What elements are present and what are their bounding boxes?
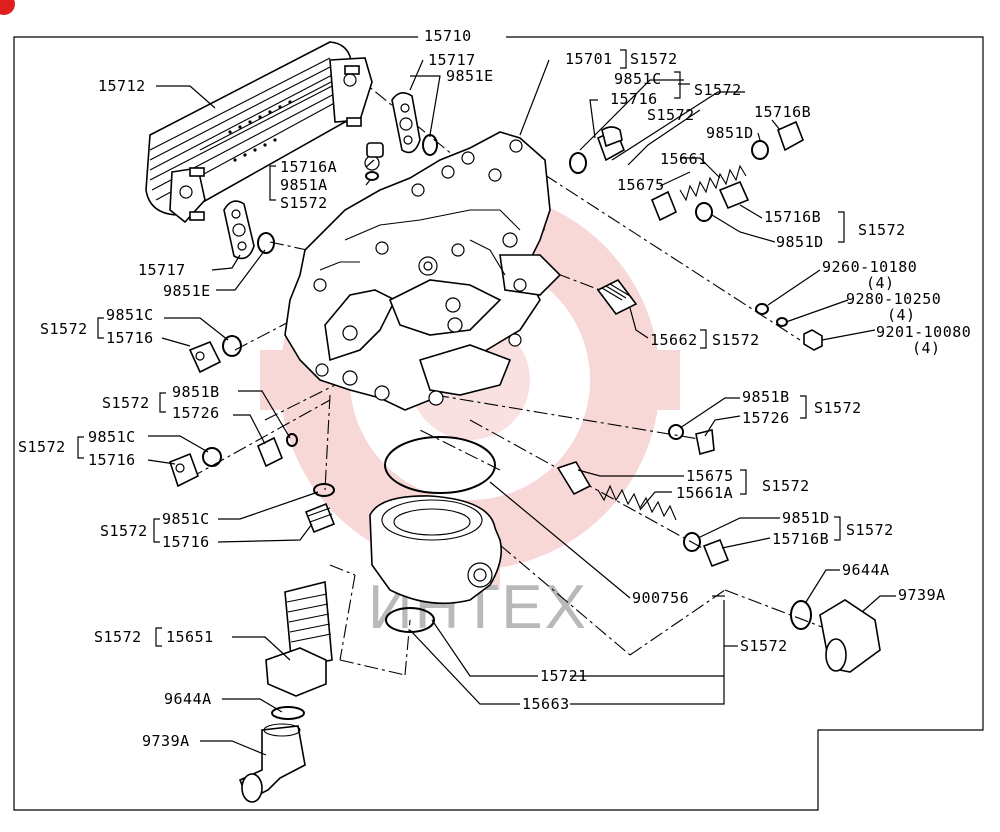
label-15716-left1: 15716 — [106, 329, 154, 347]
label-s1572-left3: S1572 — [18, 438, 66, 456]
label-s1572-651: S1572 — [94, 628, 142, 646]
corner-badge-icon — [0, 0, 15, 15]
label-brackets — [77, 49, 845, 647]
leader-lines — [147, 59, 896, 756]
label-9739a-right: 9739A — [898, 586, 946, 604]
label-s1572-a: S1572 — [280, 194, 328, 212]
frame-label-bg — [418, 26, 506, 46]
label-9280-10250: 9280-10250 — [846, 290, 941, 308]
gasket-left — [223, 200, 275, 260]
label-15661: 15661 — [660, 150, 708, 168]
label-s1572-r2: S1572 — [762, 477, 810, 495]
label-s1572-mid: S1572 — [647, 106, 695, 124]
label-9851c-left3: 9851C — [88, 428, 136, 446]
label-9644a-left: 9644A — [164, 690, 212, 708]
label-s1572-left1: S1572 — [40, 320, 88, 338]
label-s1572-662: S1572 — [712, 331, 760, 349]
label-9851b-r1: 9851B — [742, 388, 790, 406]
label-15675-top: 15675 — [617, 176, 665, 194]
label-900756: 900756 — [632, 589, 689, 607]
plug-left1 — [188, 335, 242, 374]
washers-nut — [755, 303, 823, 351]
valve-spring-top — [650, 164, 750, 222]
plug-15716a — [365, 142, 384, 181]
housing-15701 — [284, 131, 562, 411]
label-s1572-left4: S1572 — [100, 522, 148, 540]
plug-15662 — [596, 278, 638, 316]
label-s1572-r3: S1572 — [846, 521, 894, 539]
frame-number: 15710 — [424, 27, 472, 45]
label-15716-left3: 15716 — [88, 451, 136, 469]
fitting-9739a-left — [238, 723, 306, 803]
plug-r1 — [668, 424, 715, 456]
label-s1572-b2: S1572 — [858, 221, 906, 239]
label-9851d-2: 9851D — [776, 233, 824, 251]
label-9851c-left1: 9851C — [106, 306, 154, 324]
plug-15716-top — [569, 126, 626, 174]
label-s1572-c1: S1572 — [694, 81, 742, 99]
label-9739a-left: 9739A — [142, 732, 190, 750]
label-15663: 15663 — [522, 695, 570, 713]
label-qty2: (4) — [887, 306, 916, 324]
gasket-15663 — [385, 607, 435, 633]
label-qty3: (4) — [912, 339, 941, 357]
plug-left3 — [169, 447, 222, 488]
label-15716b-2: 15716B — [764, 208, 821, 226]
plug-15716b-top — [751, 120, 804, 160]
label-15717-top: 15717 — [428, 51, 476, 69]
label-s1572-r1: S1572 — [814, 399, 862, 417]
fitting-9739a-right — [790, 599, 881, 673]
oring-900756 — [384, 436, 496, 494]
label-9201-10080: 9201-10080 — [876, 323, 971, 341]
label-qty1: (4) — [866, 274, 895, 292]
label-9851e-left: 9851E — [163, 282, 211, 300]
label-9851c-left4: 9851C — [162, 510, 210, 528]
label-15716-left4: 15716 — [162, 533, 210, 551]
label-15675-r: 15675 — [686, 467, 734, 485]
plug-left2 — [256, 433, 298, 468]
label-15712: 15712 — [98, 77, 146, 95]
gasket-top — [391, 92, 438, 156]
label-9851d-r2: 9851D — [782, 509, 830, 527]
valve-spring-r — [556, 461, 730, 568]
label-9851d-top: 9851D — [706, 124, 754, 142]
label-9851b-left2: 9851B — [172, 383, 220, 401]
label-15721: 15721 — [540, 667, 588, 685]
label-15716-top: 15716 — [610, 90, 658, 108]
part-labels: 15712 15717 9851E 15717 9851E 15716A 985… — [18, 50, 971, 750]
label-15716a: 15716A — [280, 158, 337, 176]
label-15726-left2: 15726 — [172, 404, 220, 422]
label-15716b-top: 15716B — [754, 103, 811, 121]
label-15651: 15651 — [166, 628, 214, 646]
label-9851e-top: 9851E — [446, 67, 494, 85]
label-9851a: 9851A — [280, 176, 328, 194]
diagram-frame — [13, 36, 984, 811]
label-15701: 15701 — [565, 50, 613, 68]
bracket-15721 — [369, 495, 503, 605]
label-15661a: 15661A — [676, 484, 733, 502]
oil-cooler — [145, 41, 373, 224]
label-15716b-r2: 15716B — [772, 530, 829, 548]
label-9851c-top: 9851C — [614, 70, 662, 88]
label-15662: 15662 — [650, 331, 698, 349]
label-9644a-right: 9644A — [842, 561, 890, 579]
label-15717-left: 15717 — [138, 261, 186, 279]
label-s1572-bottom: S1572 — [740, 637, 788, 655]
label-9260-10180: 9260-10180 — [822, 258, 917, 276]
label-s1572-left2: S1572 — [102, 394, 150, 412]
label-s1572-housing: S1572 — [630, 50, 678, 68]
nipple-15651 — [265, 580, 333, 720]
label-15726-r1: 15726 — [742, 409, 790, 427]
